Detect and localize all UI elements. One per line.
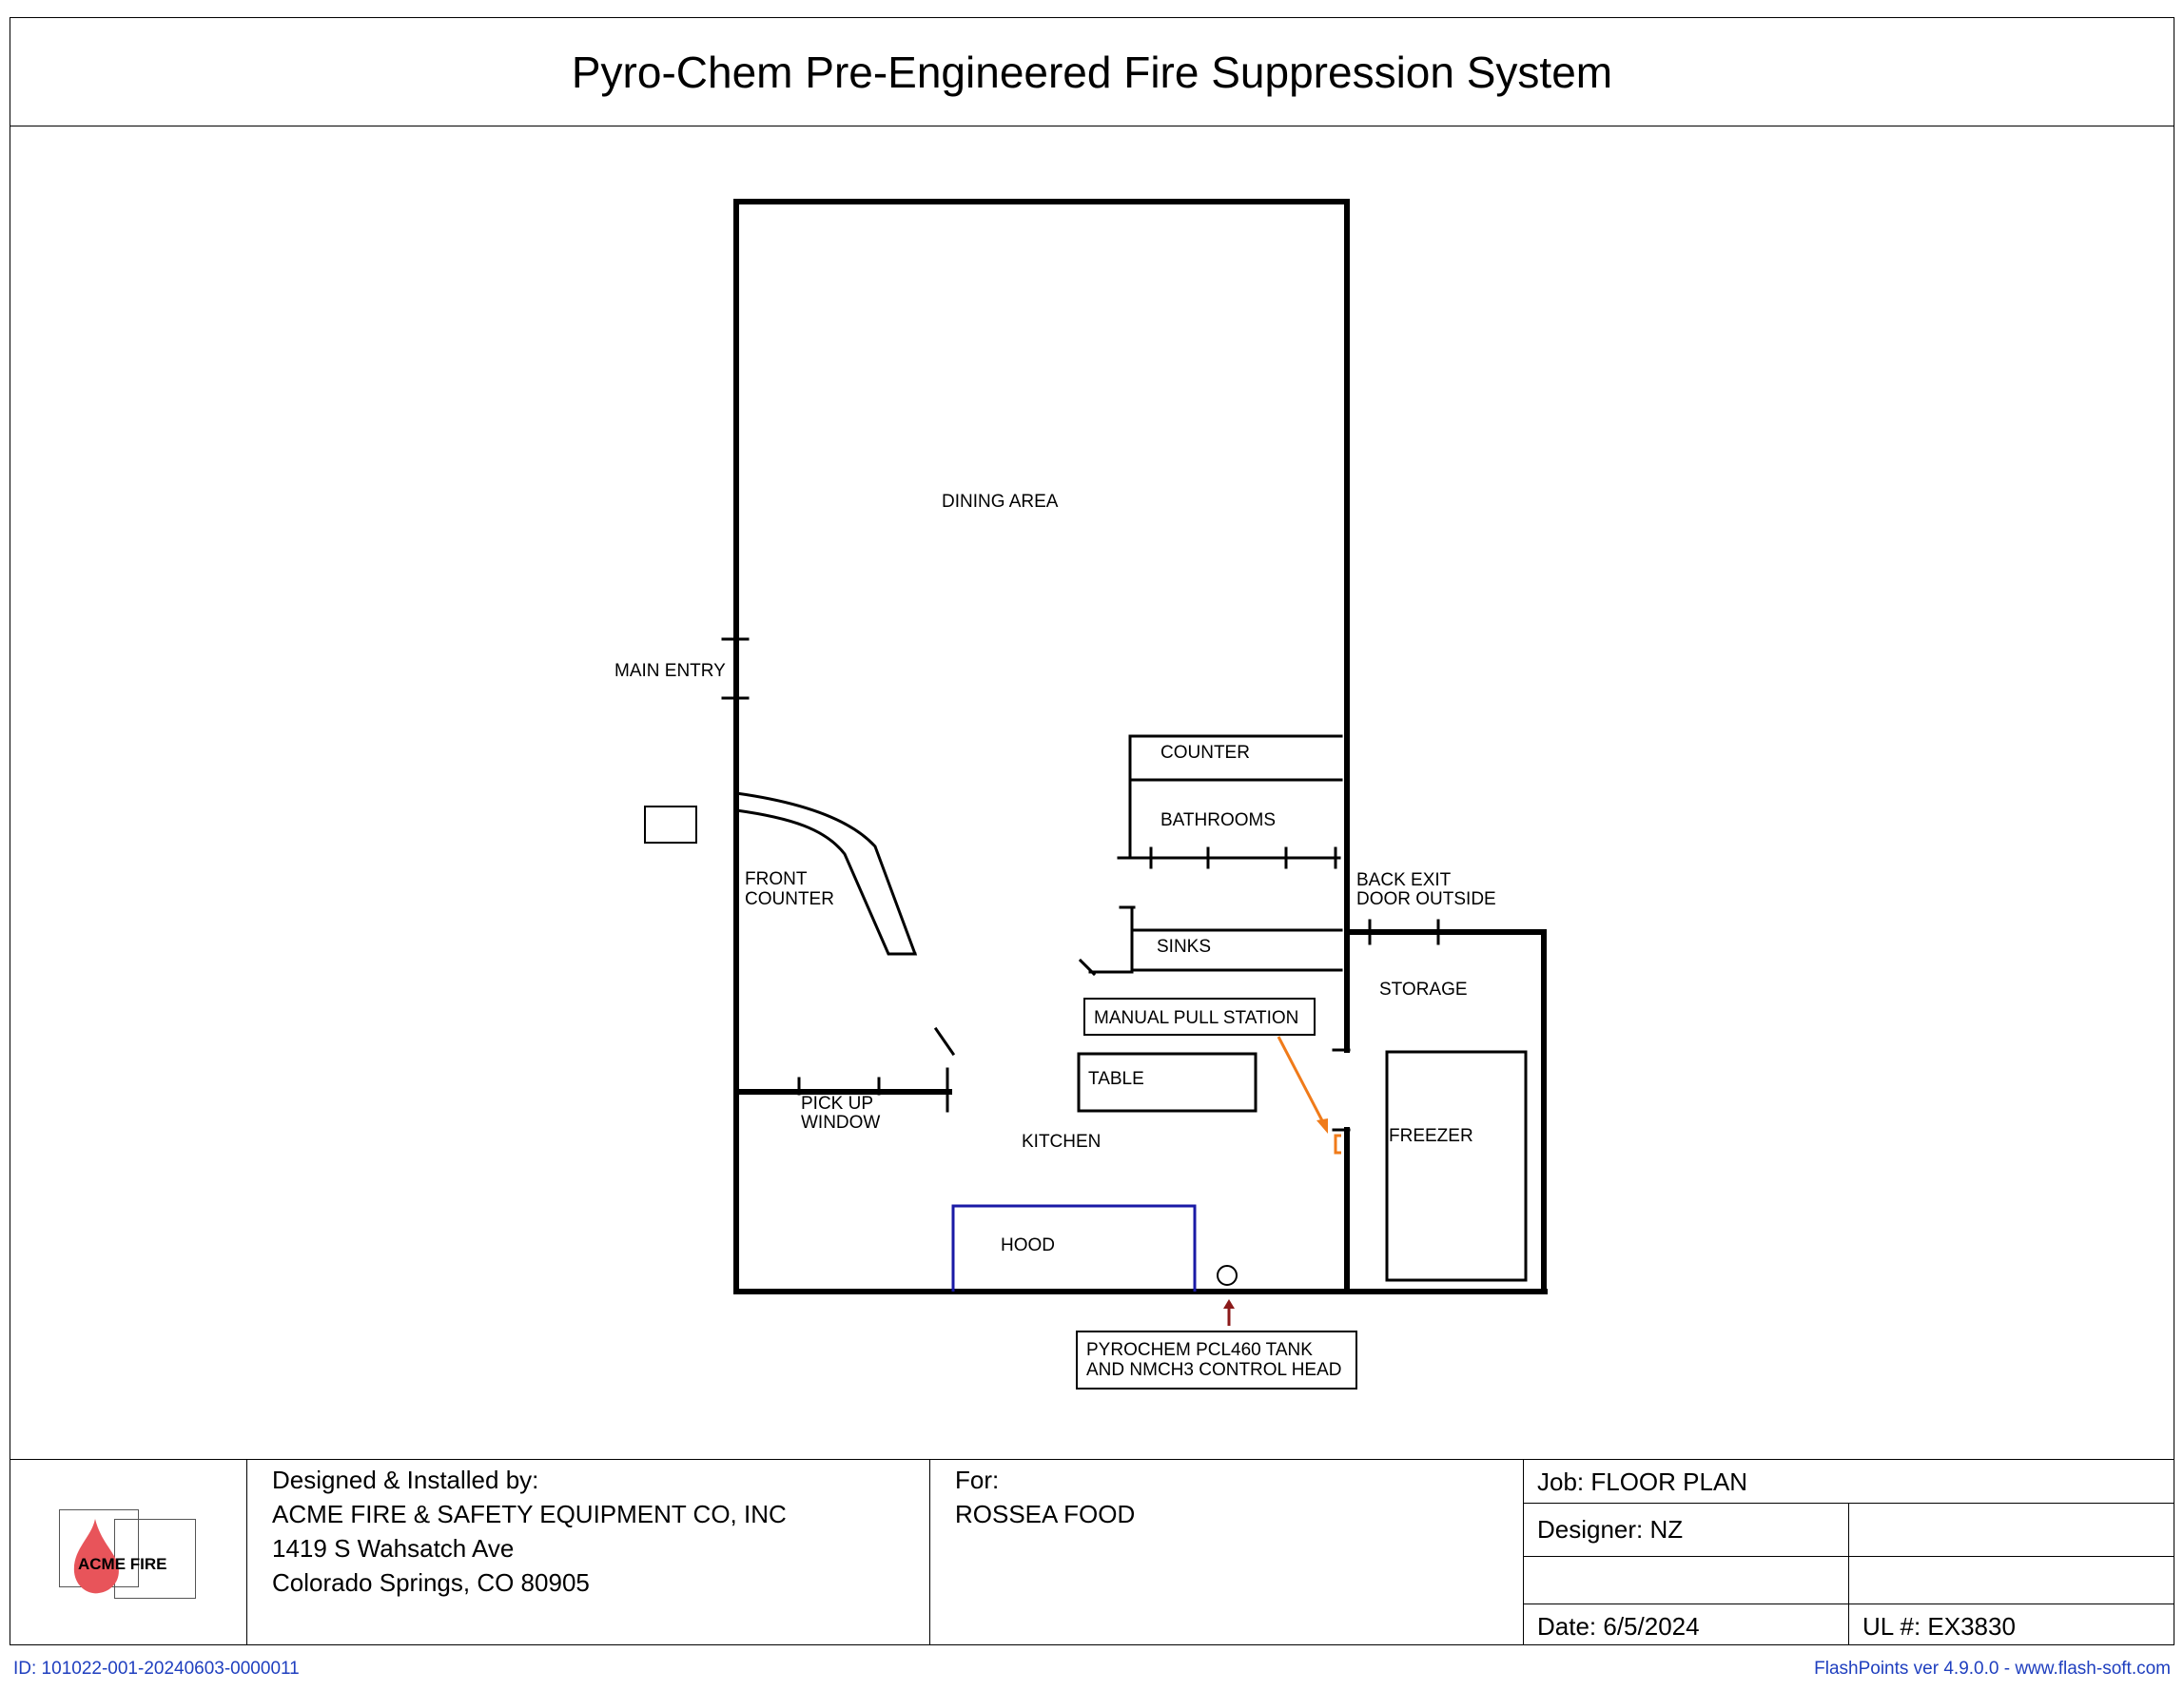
document-id: ID: 101022-001-20240603-0000011 — [13, 1659, 300, 1679]
hood-shape — [951, 1204, 1197, 1292]
pull-station-device — [1334, 1134, 1341, 1155]
label-pickup-window-2: WINDOW — [801, 1113, 880, 1133]
drawing-sheet: Pyro-Chem Pre-Engineered Fire Suppressio… — [10, 17, 2174, 1645]
software-version-link[interactable]: FlashPoints ver 4.9.0.0 - www.flash-soft… — [1814, 1659, 2171, 1679]
label-back-exit-1: BACK EXIT — [1356, 870, 1452, 890]
storage-wall — [1344, 929, 1547, 1294]
pull-station-arrowhead — [1316, 1118, 1328, 1134]
freezer-shape — [1385, 1050, 1528, 1282]
label-counter: COUNTER — [1160, 743, 1250, 763]
label-front-counter-1: FRONT — [745, 869, 808, 889]
label-dining-area: DINING AREA — [942, 492, 1059, 512]
label-freezer: FREEZER — [1389, 1126, 1473, 1146]
table-shape — [1077, 1052, 1258, 1113]
manual-pull-station-box — [1083, 998, 1316, 1036]
label-sinks: SINKS — [1157, 937, 1211, 957]
label-tank-1: PYROCHEM PCL460 TANK — [1086, 1340, 1313, 1360]
outer-wall — [733, 199, 1350, 1294]
label-bathrooms: BATHROOMS — [1160, 810, 1276, 830]
tank-label-box — [1076, 1331, 1357, 1390]
label-manual-pull-station: MANUAL PULL STATION — [1094, 1008, 1298, 1028]
pull-station-leader — [1277, 1036, 1328, 1129]
label-table: TABLE — [1088, 1069, 1144, 1089]
label-back-exit-2: DOOR OUTSIDE — [1356, 889, 1496, 909]
label-pickup-window-1: PICK UP — [801, 1094, 873, 1114]
tank-symbol — [1217, 1265, 1238, 1286]
label-front-counter-2: COUNTER — [745, 889, 834, 909]
label-hood: HOOD — [1001, 1235, 1055, 1255]
label-kitchen: KITCHEN — [1022, 1132, 1101, 1152]
label-main-entry: MAIN ENTRY — [614, 661, 726, 681]
label-tank-2: AND NMCH3 CONTROL HEAD — [1086, 1360, 1342, 1380]
exterior-box — [644, 806, 697, 844]
drawing-title: Pyro-Chem Pre-Engineered Fire Suppressio… — [10, 18, 2174, 126]
label-storage: STORAGE — [1379, 980, 1468, 1000]
